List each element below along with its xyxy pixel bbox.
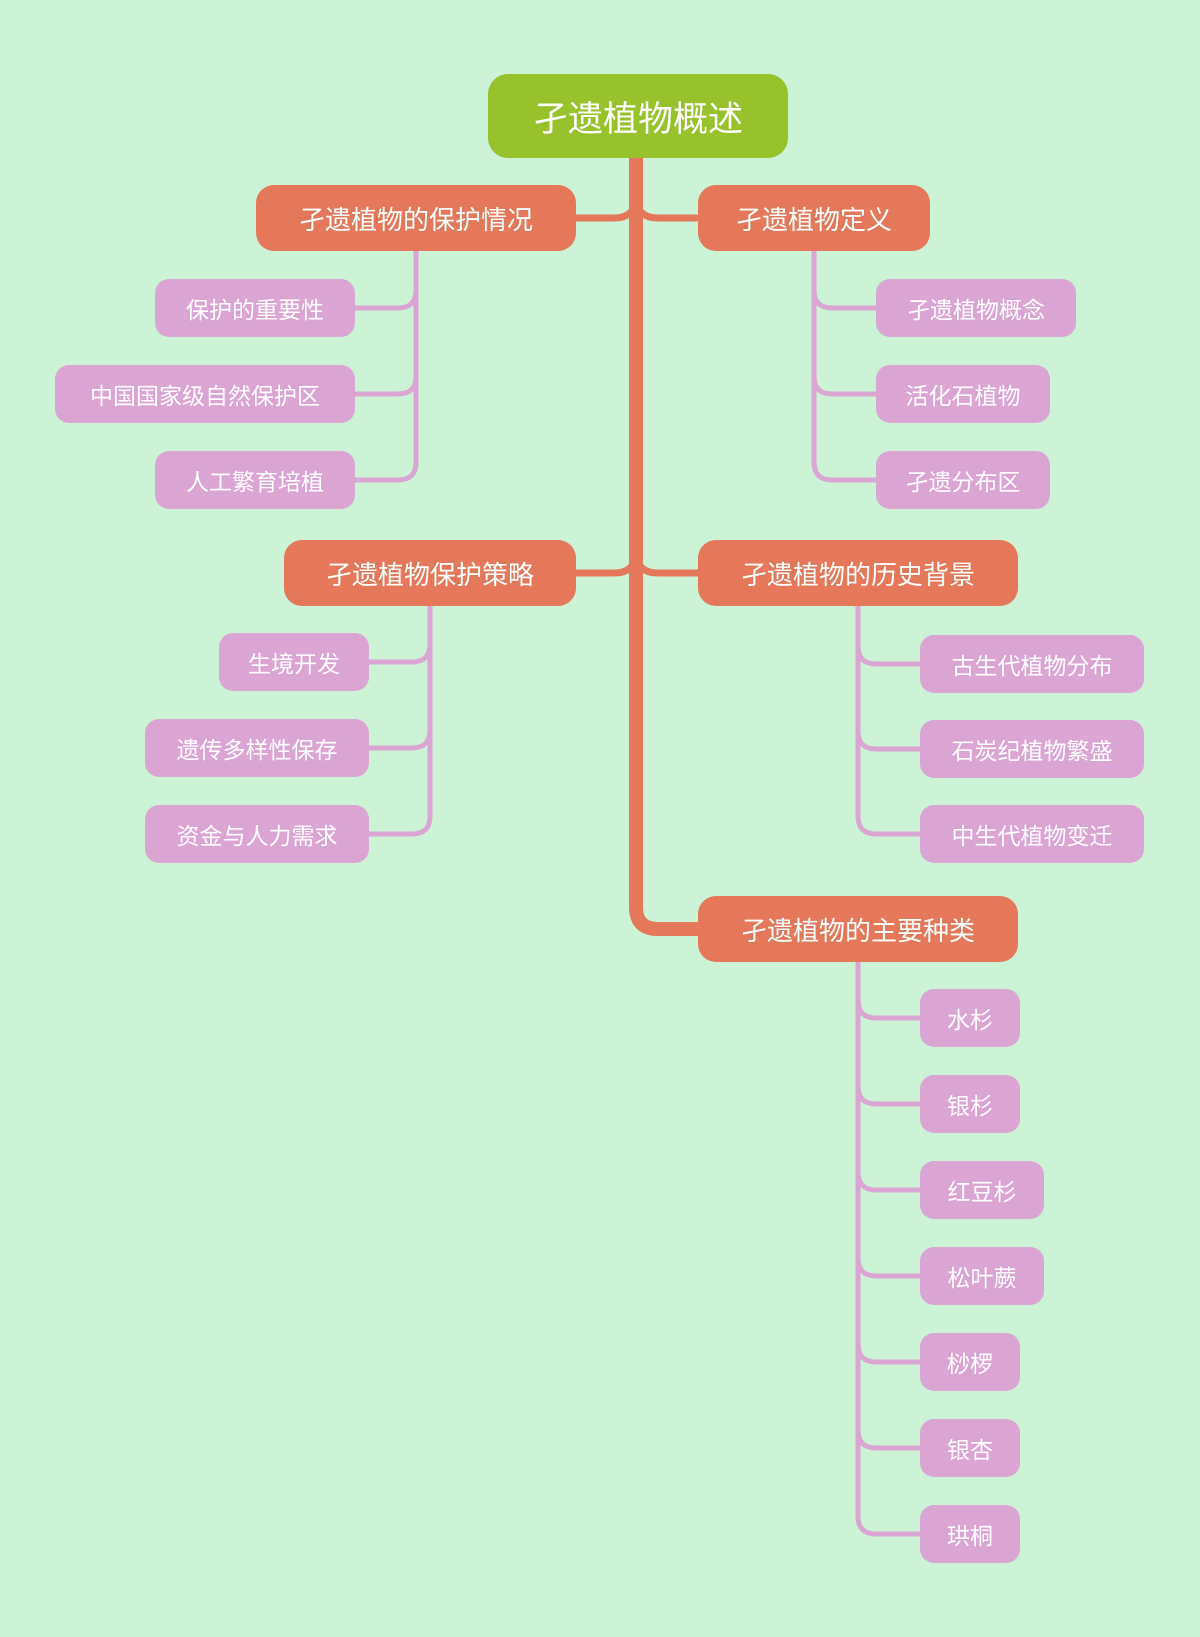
- leaf-connector: [855, 1255, 923, 1279]
- leaf-habitat-development[interactable]: 生境开发: [219, 633, 369, 691]
- branch-connector: [632, 547, 702, 577]
- leaf-relict-concept[interactable]: 孑遗植物概念: [876, 279, 1076, 337]
- leaf-connector: [352, 373, 419, 397]
- leaf-funding-manpower[interactable]: 资金与人力需求: [145, 805, 369, 863]
- leaf-connector: [366, 641, 433, 665]
- branch-definition[interactable]: 孑遗植物定义: [698, 185, 930, 251]
- leaf-connector: [366, 813, 433, 837]
- leaf-living-fossil[interactable]: 活化石植物: [876, 365, 1050, 423]
- leaf-mesozoic[interactable]: 中生代植物变迁: [920, 805, 1144, 863]
- branch-connector: [572, 547, 640, 577]
- leaf-paleozoic[interactable]: 古生代植物分布: [920, 635, 1144, 693]
- leaf-connector: [855, 1427, 923, 1451]
- leaf-connector: [855, 1513, 923, 1537]
- branch-connector: [632, 192, 702, 222]
- leaf-national-reserves[interactable]: 中国国家级自然保护区: [55, 365, 355, 423]
- leaf-connector: [855, 997, 923, 1021]
- leaf-genetic-diversity[interactable]: 遗传多样性保存: [145, 719, 369, 777]
- leaf-relict-distribution[interactable]: 孑遗分布区: [876, 451, 1050, 509]
- leaf-connector: [811, 287, 879, 311]
- leaf-connector: [352, 459, 419, 483]
- leaf-connector: [855, 728, 923, 752]
- leaf-connector: [855, 1083, 923, 1107]
- branch-connector: [572, 192, 640, 222]
- leaf-artificial-breeding[interactable]: 人工繁育培植: [155, 451, 355, 509]
- branch-protection-status[interactable]: 孑遗植物的保护情况: [256, 185, 576, 251]
- leaf-species-dove-tree[interactable]: 珙桐: [920, 1505, 1020, 1563]
- leaf-connector: [366, 727, 433, 751]
- leaf-species-taxus[interactable]: 红豆杉: [920, 1161, 1044, 1219]
- leaf-connector: [855, 643, 923, 667]
- leaf-species-metasequoia[interactable]: 水杉: [920, 989, 1020, 1047]
- branch-main-species[interactable]: 孑遗植物的主要种类: [698, 896, 1018, 962]
- branch-history[interactable]: 孑遗植物的历史背景: [698, 540, 1018, 606]
- leaf-protection-importance[interactable]: 保护的重要性: [155, 279, 355, 337]
- leaf-species-cathaya[interactable]: 银杉: [920, 1075, 1020, 1133]
- leaf-connector: [855, 1341, 923, 1365]
- leaf-connector: [855, 813, 923, 837]
- branch-protection-strategy[interactable]: 孑遗植物保护策略: [284, 540, 576, 606]
- leaf-connector: [811, 459, 879, 483]
- leaf-carboniferous[interactable]: 石炭纪植物繁盛: [920, 720, 1144, 778]
- trunk-connector: [629, 151, 705, 936]
- root-node[interactable]: 孑遗植物概述: [488, 74, 788, 158]
- leaf-connector: [855, 1169, 923, 1193]
- leaf-species-psilotum[interactable]: 松叶蕨: [920, 1247, 1044, 1305]
- leaf-species-ginkgo[interactable]: 银杏: [920, 1419, 1020, 1477]
- leaf-connector: [811, 373, 879, 397]
- leaf-species-tree-fern[interactable]: 桫椤: [920, 1333, 1020, 1391]
- leaf-connector: [352, 287, 419, 311]
